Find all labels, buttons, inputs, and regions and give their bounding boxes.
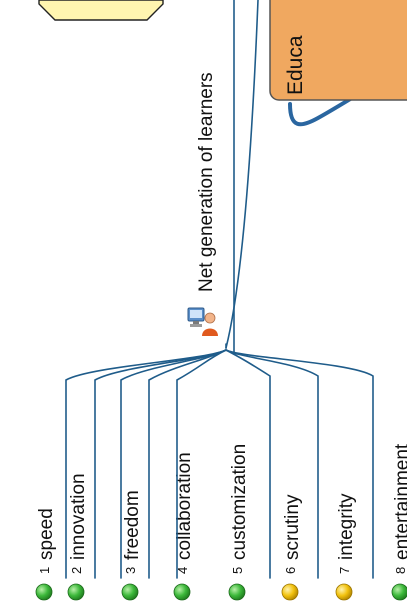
central-to-education-connector (225, 0, 259, 349)
branch-label-integrity[interactable]: integrity (336, 493, 357, 560)
green-status-icon (67, 583, 85, 601)
branch-label-freedom[interactable]: freedom (122, 490, 143, 560)
branch-number: 8 (393, 567, 407, 574)
education-topic[interactable]: Educa (269, 0, 407, 101)
branch-number: 2 (69, 567, 84, 574)
branch-number: 1 (37, 567, 52, 574)
top-shape[interactable] (38, 0, 164, 21)
green-status-icon (35, 583, 53, 601)
branch-number: 5 (230, 567, 245, 574)
branch-label-collaboration[interactable]: collaboration (174, 452, 195, 560)
green-status-icon (391, 583, 407, 601)
central-topic-trunk (225, 0, 235, 353)
branch-label-innovation[interactable]: innovation (68, 473, 89, 560)
branch-number: 4 (175, 567, 190, 574)
computer-user-icon (187, 307, 218, 336)
yellow-status-icon (335, 583, 353, 601)
branch-label-customization[interactable]: customization (229, 444, 250, 560)
branch-label-scrutiny[interactable]: scrutiny (282, 494, 303, 560)
branch-number: 7 (337, 567, 352, 574)
yellow-status-icon (281, 583, 299, 601)
branch-line-innovation (94, 349, 227, 579)
central-topic-label: Net generation of learners (196, 72, 217, 292)
branch-line-entertainment (225, 349, 374, 579)
central-topic[interactable]: Net generation of learners (187, 72, 218, 336)
branch-number: 6 (283, 567, 298, 574)
green-status-icon (173, 583, 191, 601)
branch-line-speed (65, 349, 227, 579)
green-status-icon (228, 583, 246, 601)
education-topic-label: Educa (284, 35, 307, 95)
branch-label-entertainment[interactable]: entertainment (392, 443, 407, 560)
branch-line-customization (176, 349, 227, 579)
branch-label-speed[interactable]: speed (36, 508, 57, 560)
branch-number: 3 (123, 567, 138, 574)
green-status-icon (121, 583, 139, 601)
branch-group: 1 speed 2 innovation 3 freedom 4 collaboration 5… (35, 349, 407, 601)
